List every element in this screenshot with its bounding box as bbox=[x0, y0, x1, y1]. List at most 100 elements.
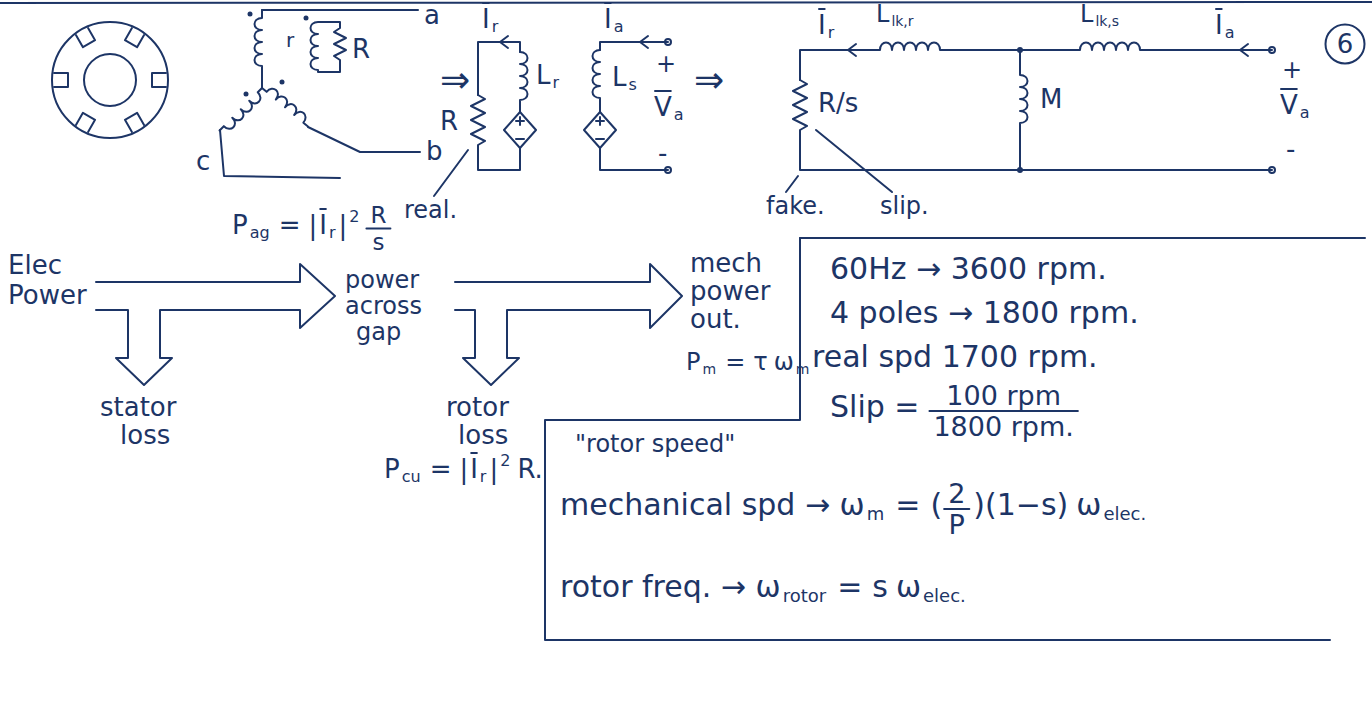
power-flow-label: power bbox=[345, 268, 419, 292]
power-flow-label: rotor bbox=[446, 394, 509, 420]
polarity-sign: + bbox=[656, 52, 676, 76]
power-equation: P bbox=[384, 456, 400, 482]
overbar bbox=[819, 8, 825, 10]
resistor-label: R/s bbox=[818, 90, 858, 116]
terminal-label: b bbox=[426, 138, 443, 164]
power-equation: ω bbox=[774, 350, 794, 374]
equivalent-circuit bbox=[786, 43, 1275, 193]
speed-equation: elec. bbox=[1103, 505, 1146, 523]
fraction-bar bbox=[366, 228, 390, 230]
annotation: slip. bbox=[880, 194, 929, 218]
inductor-label: lk,s bbox=[1095, 14, 1119, 28]
power-equation: = bbox=[725, 350, 745, 374]
voltage-label: a bbox=[1300, 105, 1310, 121]
page-rule bbox=[0, 2, 1372, 3]
power-equation: P bbox=[686, 350, 700, 374]
note-heading: "rotor speed" bbox=[575, 432, 735, 456]
power-flow-label: power bbox=[690, 278, 770, 304]
inductor-label: L bbox=[612, 64, 627, 90]
power-equation: R. bbox=[517, 456, 542, 482]
frequency-equation: ω bbox=[896, 572, 921, 602]
overbar bbox=[1216, 8, 1222, 10]
resistor-label: R bbox=[440, 108, 458, 134]
power-equation: cu bbox=[402, 469, 421, 485]
callout-circle: 6 bbox=[1324, 23, 1366, 65]
power-flow-label: Power bbox=[8, 282, 87, 308]
current-label: I bbox=[482, 6, 490, 32]
terminal-label: c bbox=[196, 148, 210, 174]
frequency-equation: rotor freq. → ω bbox=[560, 572, 781, 602]
terminal-label: a bbox=[424, 2, 440, 28]
power-equation: 2 bbox=[500, 453, 510, 469]
power-equation: m bbox=[702, 362, 716, 376]
overbar bbox=[471, 452, 477, 454]
annotation: fake. bbox=[766, 194, 825, 218]
overbar bbox=[655, 90, 671, 92]
power-equation: I bbox=[319, 212, 327, 238]
fraction-numerator: 100 rpm bbox=[946, 382, 1061, 409]
power-equation: | bbox=[308, 212, 317, 238]
inductor-label: lk,r bbox=[891, 14, 913, 28]
power-equation: m bbox=[796, 362, 810, 376]
implies-arrow: ⇒ bbox=[440, 62, 470, 98]
power-flow-label: out. bbox=[690, 306, 741, 332]
power-equation: = bbox=[430, 456, 452, 482]
fraction-numerator: R bbox=[370, 204, 386, 227]
power-flow-label: across bbox=[345, 294, 422, 318]
fraction-bar bbox=[944, 508, 969, 510]
fraction-bar bbox=[929, 410, 1077, 412]
speed-equation: = bbox=[895, 490, 920, 520]
inductor-label: M bbox=[1040, 86, 1062, 112]
rotor-circuit bbox=[434, 36, 536, 196]
power-equation: | bbox=[459, 456, 468, 482]
power-flow-arrows bbox=[96, 264, 682, 385]
voltage-label: V bbox=[1280, 92, 1298, 118]
frequency-equation: s bbox=[872, 572, 888, 602]
power-flow-label: mech bbox=[690, 250, 762, 276]
power-flow-label: loss bbox=[120, 422, 170, 448]
speed-equation: ( bbox=[930, 490, 942, 520]
power-equation: r bbox=[480, 469, 487, 485]
polarity-sign: - bbox=[1286, 136, 1295, 162]
frequency-equation: = bbox=[837, 572, 862, 602]
overbar bbox=[320, 208, 326, 210]
note-line: real spd 1700 rpm. bbox=[812, 342, 1098, 372]
power-equation: τ bbox=[753, 350, 767, 374]
inductor-label: r bbox=[553, 75, 560, 91]
power-equation: r bbox=[329, 225, 336, 241]
current-label: I bbox=[1215, 12, 1223, 38]
three-phase-windings bbox=[220, 10, 420, 178]
fraction-denominator: 1800 rpm. bbox=[933, 413, 1073, 440]
power-equation: = bbox=[279, 212, 301, 238]
power-flow-label: Elec bbox=[8, 252, 62, 278]
stator-cross-section bbox=[52, 22, 168, 138]
inductor-label: L bbox=[536, 62, 551, 88]
overbar bbox=[1281, 88, 1297, 90]
frequency-equation: elec. bbox=[923, 587, 966, 605]
inductor-label: L bbox=[1080, 2, 1093, 26]
notes-box-outline bbox=[545, 238, 1365, 640]
fraction-denominator: P bbox=[949, 511, 965, 538]
power-flow-label: stator bbox=[100, 394, 176, 420]
annotation: real. bbox=[404, 198, 457, 222]
voltage-label: V bbox=[654, 94, 672, 120]
overbar bbox=[605, 2, 611, 4]
speed-equation: )(1−s) bbox=[973, 490, 1068, 520]
inductor-label: L bbox=[876, 2, 889, 26]
current-label: r bbox=[492, 19, 499, 35]
power-equation: 2 bbox=[349, 209, 359, 225]
speed-equation: mechanical spd → ω bbox=[560, 490, 865, 520]
power-equation: | bbox=[338, 212, 347, 238]
speed-equation: m bbox=[867, 505, 885, 523]
speed-equation: ω bbox=[1076, 490, 1101, 520]
current-label: I bbox=[818, 12, 826, 38]
power-flow-label: gap bbox=[356, 320, 401, 344]
resistor-label: R bbox=[352, 36, 370, 62]
winding-label: r bbox=[286, 30, 294, 50]
power-equation: I bbox=[470, 456, 478, 482]
polarity-sign: + bbox=[1282, 58, 1302, 82]
power-equation: P bbox=[232, 212, 248, 238]
current-label: a bbox=[614, 19, 624, 35]
note-line: 4 poles → 1800 rpm. bbox=[830, 298, 1139, 328]
